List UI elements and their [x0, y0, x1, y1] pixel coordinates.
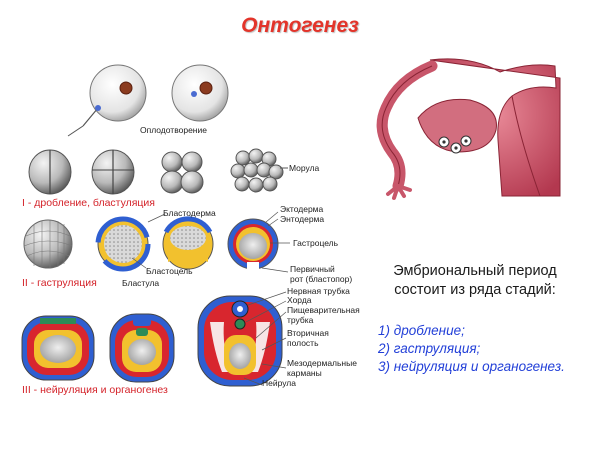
- neurula-label: Нейрула: [262, 378, 296, 388]
- gastrocoel-label: Гастроцель: [293, 238, 339, 248]
- mesoderm-pockets-label-1: Мезодермальные: [287, 358, 357, 368]
- stage-3-label: III - нейруляция и органогенез: [22, 384, 168, 396]
- primary-mouth-label-2: рот (бластопор): [290, 274, 352, 284]
- list-item: 2) гаструляция;: [378, 341, 481, 356]
- list-item: 1) дробление;: [378, 323, 465, 338]
- embryonic-period-line-1: Эмбриональный период: [393, 263, 557, 279]
- page-title: Онтогенез: [241, 14, 359, 37]
- blastocoel-label: Бластоцель: [146, 266, 193, 276]
- blastula-label: Бластула: [122, 278, 159, 288]
- cleavage-stages: [28, 148, 288, 195]
- stage-2-label: II - гаструляция: [22, 277, 97, 289]
- digestive-tube-label-2: трубка: [287, 315, 314, 325]
- mesoderm-pockets-label-2: карманы: [287, 368, 322, 378]
- endoderm-label: Энтодерма: [280, 214, 324, 224]
- uterus-illustration: [376, 58, 561, 200]
- list-item: 3) нейруляция и органогенез.: [378, 359, 565, 374]
- stage-1-label: I - дробление, бластуляция: [22, 197, 155, 209]
- neurulation-stages: [21, 291, 287, 387]
- primary-mouth-label-1: Первичный: [290, 264, 335, 274]
- chord-label: Хорда: [287, 295, 312, 305]
- ectoderm-label: Эктодерма: [280, 204, 324, 214]
- blastoderm-label: Бластодерма: [163, 208, 216, 218]
- secondary-cavity-label-1: Вторичная: [287, 328, 329, 338]
- stages-list: 1) дробление; 2) гаструляция; 3) нейруля…: [378, 322, 598, 376]
- embryonic-period-line-2: состоит из ряда стадий:: [394, 282, 556, 298]
- sperm-icon: [82, 107, 99, 127]
- embryonic-period-text: Эмбриональный период состоит из ряда ста…: [365, 262, 585, 300]
- fertilization-eggs: [67, 64, 229, 137]
- fertilization-label: Оплодотворение: [140, 125, 207, 135]
- neural-tube-label: Нервная трубка: [287, 286, 350, 296]
- gastrulation-stages: [23, 211, 290, 273]
- digestive-tube-label-1: Пищеварительная: [287, 305, 360, 315]
- morula-label: Морула: [289, 163, 320, 173]
- secondary-cavity-label-2: полость: [287, 338, 319, 348]
